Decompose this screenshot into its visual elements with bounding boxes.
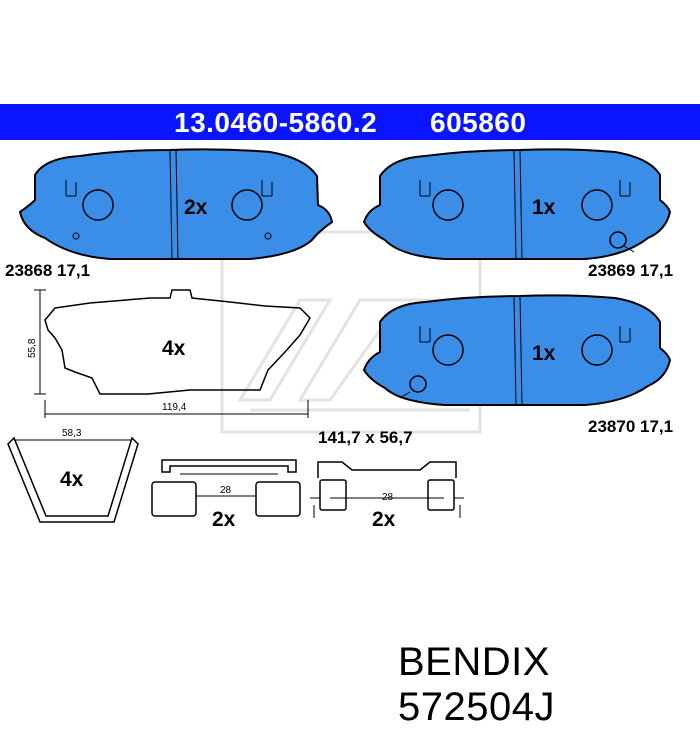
brake-pad-top-left (18, 148, 334, 260)
clip-qty: 2x (372, 508, 396, 531)
part-number: 13.0460-5860.2 (174, 107, 378, 138)
catalog-number: 572504J (398, 685, 555, 729)
brake-pad-middle-right (362, 294, 672, 406)
pad-size: 141,7 x 56,7 (318, 428, 413, 447)
pad-qty: 2x (184, 196, 208, 219)
parts-diagram: 2x 23868 17,1 1x 23869 17,1 1x 23870 17,… (5, 148, 673, 531)
pad-code: 23869 17,1 (588, 261, 673, 280)
width-dimension: 119,4 (162, 402, 187, 413)
brake-pad-top-right (362, 148, 672, 260)
pad-code: 23868 17,1 (5, 261, 90, 280)
height-dimension: 55,8 (27, 338, 38, 358)
pad-qty: 1x (532, 196, 556, 219)
clip-dimension: 28 (220, 485, 232, 496)
caliper-clip-left (151, 459, 301, 517)
backing-plate (44, 289, 311, 395)
backing-plate-qty: 4x (162, 337, 186, 360)
clip-qty: 2x (212, 508, 236, 531)
footer-label: BENDIX 572504J (398, 640, 700, 730)
anti-rattle-spring (7, 436, 139, 523)
reference-number: 605860 (430, 107, 527, 138)
brand-name: BENDIX (398, 640, 550, 684)
spring-qty: 4x (60, 468, 84, 491)
clip-dimension: 28 (382, 492, 394, 503)
caliper-clip-right (310, 461, 464, 518)
spring-dimension: 58,3 (62, 428, 82, 439)
pad-qty: 1x (532, 342, 556, 365)
pad-code: 23870 17,1 (588, 417, 673, 436)
header-banner: 13.0460-5860.2 605860 (0, 104, 700, 140)
